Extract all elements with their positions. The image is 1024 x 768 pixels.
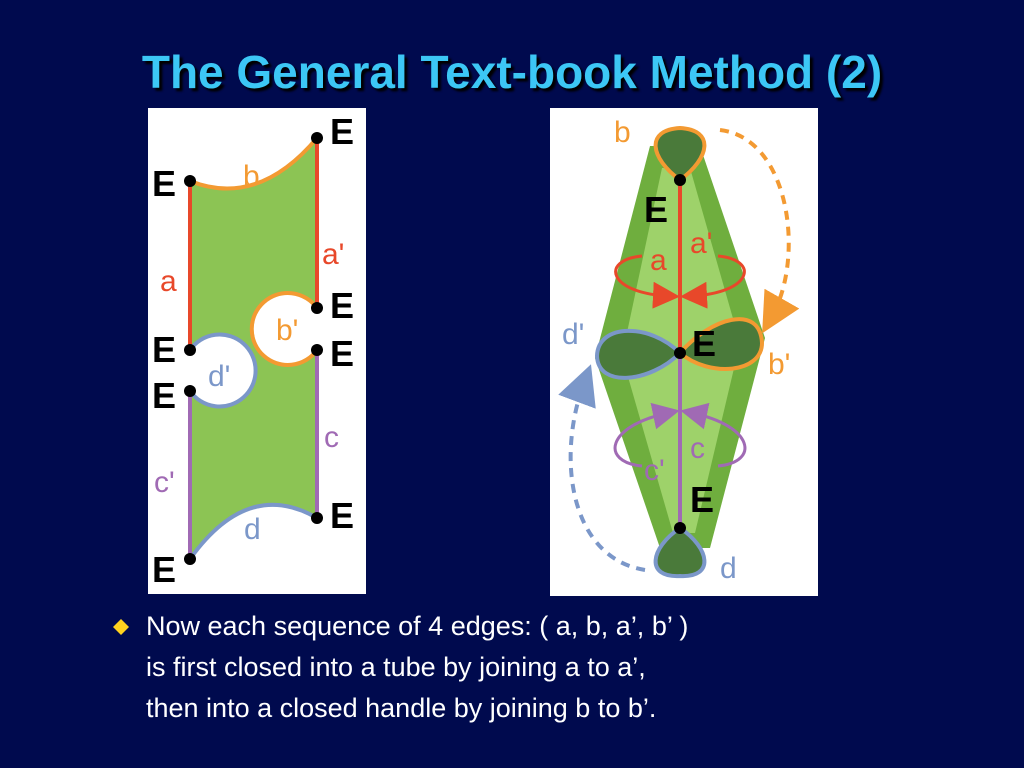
vertex-dot — [311, 512, 323, 524]
vertex-label: E — [330, 495, 354, 536]
vertex-dot — [311, 132, 323, 144]
vertex-dot — [311, 344, 323, 356]
edge-label-a-prime: a' — [322, 238, 344, 271]
edge-b-prime-loop — [249, 291, 319, 367]
vertex-label: E — [330, 111, 354, 152]
vertex-dot — [674, 174, 686, 186]
vertex-dot — [184, 344, 196, 356]
vertex-label: E — [330, 333, 354, 374]
edge-label-b-prime: b' — [276, 314, 298, 347]
vertex-dot — [311, 302, 323, 314]
edge-d-prime-loop — [188, 332, 258, 409]
vertex-label: E — [152, 163, 176, 204]
edge-label-a: a — [650, 244, 667, 277]
rotation-arrow-a — [614, 254, 680, 309]
handle-surface-diagram: E E E b a a' d' b' c c' d — [558, 116, 800, 585]
gluing-arrow-b — [719, 128, 800, 334]
edge-label-d-prime: d' — [562, 318, 584, 351]
gluing-arrow-d — [558, 364, 646, 572]
vertex-dot — [674, 347, 686, 359]
bullet-line: then into a closed handle by joining b t… — [146, 693, 657, 723]
edge-label-b: b — [243, 160, 260, 193]
vertex-label: E — [692, 323, 716, 364]
vertex-label: E — [644, 189, 668, 230]
bullet-line: is first closed into a tube by joining a… — [146, 652, 646, 682]
edge-label-b: b — [614, 116, 631, 149]
vertex-dot — [184, 175, 196, 187]
edge-label-c: c — [690, 432, 705, 465]
vertex-dot — [184, 553, 196, 565]
flat-surface-diagram: E E E E E E E E b a a' b' d' c c' d — [152, 111, 354, 590]
left-lobe-d-prime — [594, 328, 683, 380]
rotation-arrow-c-prime — [613, 402, 680, 468]
top-lobe-b — [653, 125, 707, 183]
vertex-label: E — [690, 479, 714, 520]
edge-label-a-prime: a' — [690, 227, 712, 260]
vertex-label: E — [152, 375, 176, 416]
edge-label-c-prime: c' — [154, 466, 175, 499]
edge-b-line — [189, 136, 319, 191]
flat-surface-region — [190, 138, 317, 559]
edge-d-line — [188, 502, 319, 561]
vertex-dot — [184, 385, 196, 397]
edge-label-d-prime: d' — [208, 360, 230, 393]
bullet-text: Now each sequence of 4 edges: ( a, b, a’… — [146, 606, 866, 729]
vertex-dot — [674, 522, 686, 534]
vertex-label: E — [152, 329, 176, 370]
edge-label-d: d — [244, 513, 261, 546]
vertex-label: E — [152, 549, 176, 590]
edge-label-d: d — [720, 552, 737, 585]
edge-label-c-prime: c' — [644, 454, 665, 487]
edge-label-c: c — [324, 421, 339, 454]
edge-label-a: a — [160, 265, 177, 298]
slide-title: The General Text-book Method (2) — [141, 46, 883, 98]
diamond-bullet-icon — [113, 619, 129, 635]
bottom-lobe-d — [653, 525, 707, 579]
left-diagram-panel: E E E E E E E E b a a' b' d' c c' d — [148, 108, 366, 594]
right-diagram-panel: E E E b a a' d' b' c c' d — [550, 108, 818, 596]
rotation-arrow-c — [680, 402, 747, 468]
edge-label-b-prime: b' — [768, 348, 790, 381]
bullet-line: Now each sequence of 4 edges: ( a, b, a’… — [146, 611, 689, 641]
right-lobe-b-prime — [677, 317, 765, 371]
vertex-label: E — [330, 285, 354, 326]
rotation-arrow-a-prime — [680, 254, 746, 309]
